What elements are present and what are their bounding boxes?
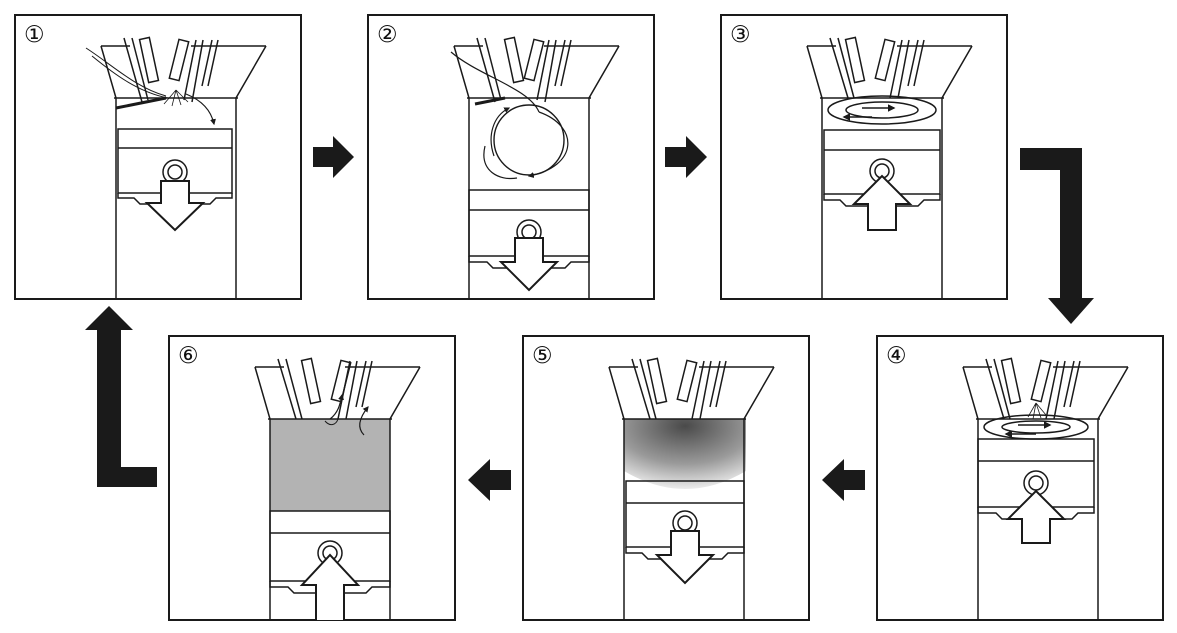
step-5-engine-diagram [608,357,775,621]
arrow-right-icon [313,136,354,178]
step-5-panel: ⑤ [522,335,810,621]
piston-up-arrow [1005,489,1067,544]
piston-down-arrow [654,530,716,585]
step-2-engine-diagram [450,36,620,300]
step-4-number: ④ [886,343,907,369]
step-3-number: ③ [730,22,751,48]
step-5-number: ⑤ [532,343,553,369]
step-1-number: ① [24,22,45,48]
piston-down-arrow [498,237,560,292]
step-4-engine-diagram [962,357,1129,621]
step-3-panel: ③ [720,14,1008,300]
step-2-panel: ② [367,14,655,300]
step-6-engine-diagram [254,357,421,621]
step-6-panel: ⑥ [168,335,456,621]
step-1-engine-diagram [85,36,267,300]
step-1-panel: ① [14,14,302,300]
piston-up-arrow [851,174,913,231]
arrow-left-icon [822,459,865,501]
exhaust-gas [270,419,390,511]
arrow-left-icon [468,459,511,501]
piston-down-arrow [144,180,206,232]
arrow-elbow-up-icon [85,306,157,487]
arrow-right-icon [665,136,707,178]
piston-up-arrow [299,553,361,621]
combustion-flame [624,419,746,489]
step-4-panel: ④ [876,335,1164,621]
arrow-elbow-down-icon [1020,148,1094,324]
step-2-number: ② [377,22,398,48]
step-6-number: ⑥ [178,343,199,369]
step-3-engine-diagram [806,36,973,300]
